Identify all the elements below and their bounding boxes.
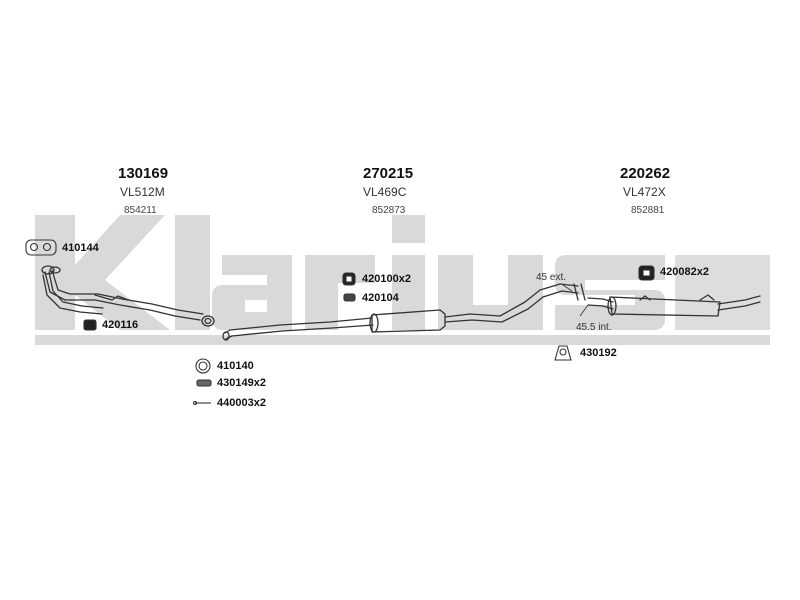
rear-hanger-icon — [638, 265, 655, 281]
rod-icon — [192, 400, 211, 406]
label-rear-clamp: 430192 — [580, 347, 617, 359]
model-code-1: VL512M — [120, 185, 165, 199]
dimension-leaders — [562, 284, 589, 317]
label-hanger-double: 420100x2 — [362, 273, 411, 285]
clamp-icon — [83, 319, 97, 331]
part-number-2: 270215 — [363, 165, 414, 182]
label-ring: 410140 — [217, 360, 254, 372]
model-code-2: VL469C — [363, 185, 407, 199]
joint-break — [573, 283, 586, 301]
hanger-single-icon — [343, 293, 356, 302]
label-rod: 440003x2 — [217, 397, 266, 409]
bolt-icon — [196, 379, 212, 387]
front-pipe — [41, 265, 215, 327]
note-ext-diameter: 45 ext. — [536, 272, 567, 283]
gasket-icon — [25, 239, 57, 256]
model-code-3: VL472X — [623, 185, 666, 199]
label-clamp-front: 420116 — [102, 319, 139, 331]
hanger-double-icon — [342, 272, 356, 286]
rear-silencer — [587, 294, 761, 317]
part-number-3: 220262 — [620, 165, 671, 182]
exhaust-pipes — [41, 265, 761, 341]
label-bolt: 430149x2 — [217, 377, 266, 389]
label-rear-hanger: 420082x2 — [660, 266, 709, 278]
catalog-code-1: 854211 — [124, 205, 157, 216]
part-number-1: 130169 — [118, 165, 169, 182]
label-gasket-manifold: 410144 — [62, 242, 99, 254]
klarius-watermark — [35, 215, 770, 345]
catalog-code-3: 852881 — [631, 205, 665, 216]
note-int-diameter: 45.5 int. — [576, 322, 612, 333]
fitting-icons — [25, 239, 655, 406]
middle-silencer — [222, 283, 579, 341]
catalog-code-2: 852873 — [372, 205, 406, 216]
ring-icon — [195, 358, 211, 374]
label-hanger-single: 420104 — [362, 292, 399, 304]
rear-clamp-icon — [554, 345, 572, 361]
